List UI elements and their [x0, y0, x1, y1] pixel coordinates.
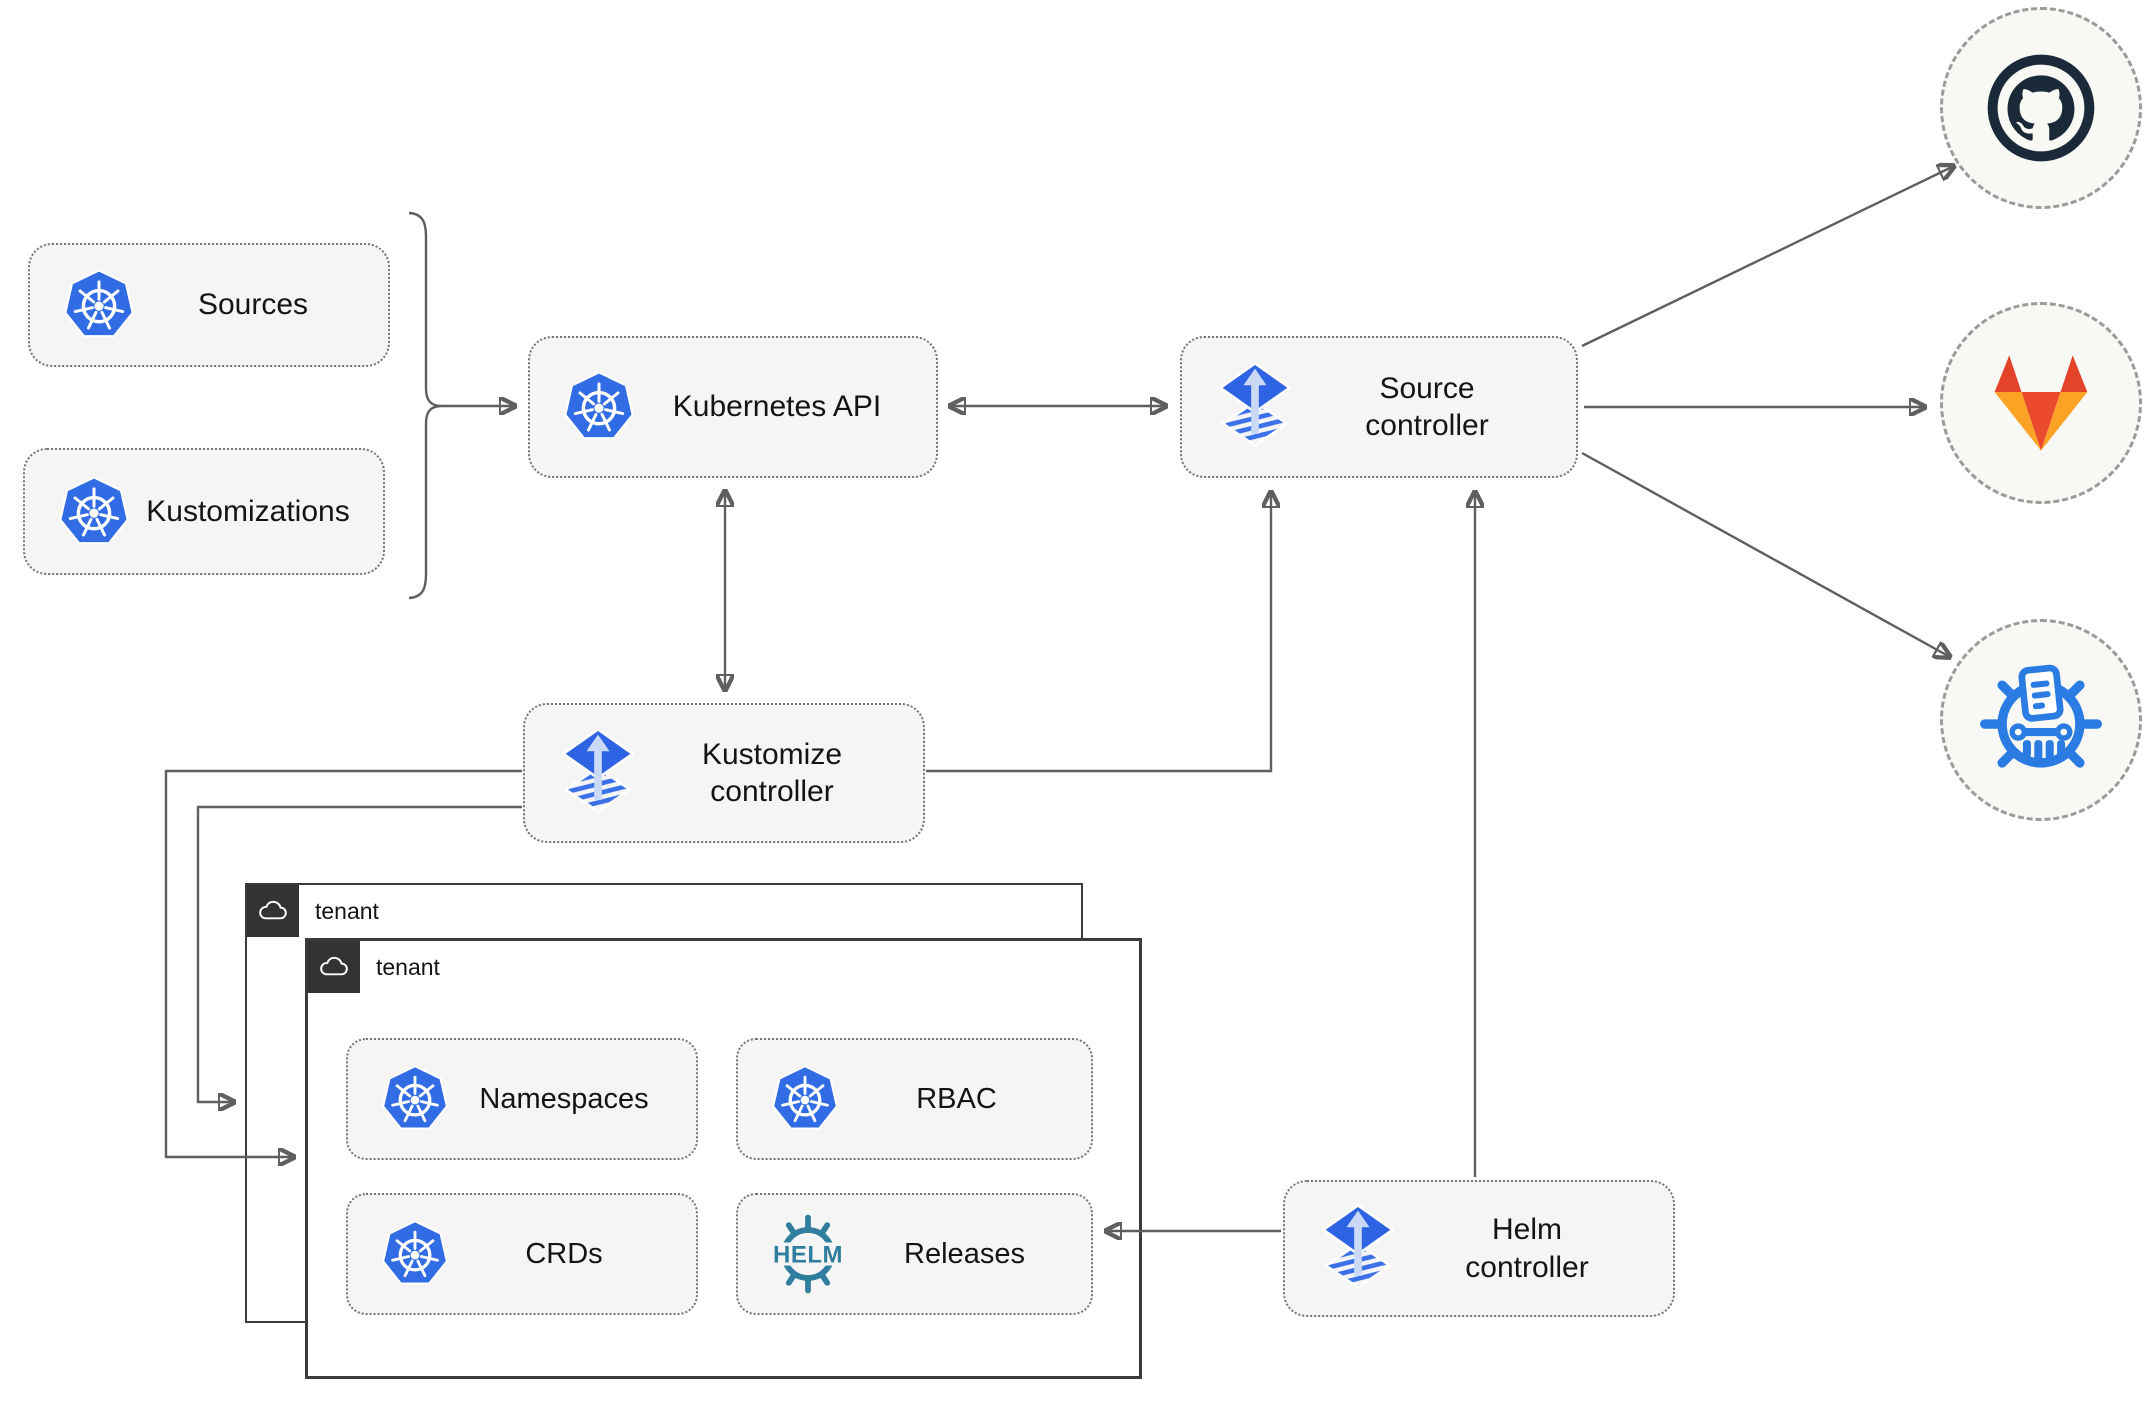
external-target-github — [1940, 7, 2142, 209]
node-sources-label: Sources — [197, 288, 309, 322]
kubernetes-icon — [562, 370, 636, 444]
gitlab-icon — [1994, 355, 2088, 451]
node-namespaces: Namespaces — [346, 1038, 698, 1160]
node-namespaces-label: Namespaces — [479, 1082, 649, 1115]
node-rbac: RBAC — [736, 1038, 1093, 1160]
flux-icon — [1214, 361, 1296, 453]
node-kubernetes-api-label: Kubernetes API — [672, 390, 882, 424]
node-releases-label: Releases — [904, 1237, 1025, 1270]
connector-source-to-github — [1581, 166, 1954, 348]
node-crds-label: CRDs — [525, 1237, 603, 1270]
flux-icon — [1317, 1203, 1399, 1295]
cloud-icon — [257, 900, 289, 922]
chartmuseum-icon — [1980, 664, 2102, 768]
node-kubernetes-api: Kubernetes API — [528, 336, 938, 478]
tenant-box-front: tenant Namespaces RBAC CRDs HELM Release… — [305, 938, 1142, 1379]
node-kustomizations-label: Kustomizations — [146, 494, 350, 528]
bracket-sources-group — [408, 211, 443, 600]
node-source-controller: Source controller — [1180, 336, 1578, 478]
flux-icon — [557, 727, 639, 819]
kubernetes-icon — [57, 475, 131, 549]
kubernetes-icon — [380, 1219, 450, 1289]
node-rbac-label: RBAC — [916, 1082, 997, 1115]
kubernetes-icon — [770, 1064, 840, 1134]
node-helm-controller-label: Helm controller — [1465, 1213, 1589, 1284]
node-kustomize-controller: Kustomize controller — [523, 703, 925, 843]
kubernetes-icon — [62, 268, 136, 342]
connector-kustomize-to-source-controller — [926, 492, 1271, 773]
node-releases: HELM Releases — [736, 1193, 1093, 1315]
kubernetes-icon — [380, 1064, 450, 1134]
node-helm-controller: Helm controller — [1283, 1180, 1675, 1317]
external-target-chartmuseum — [1940, 619, 2142, 821]
node-kustomize-controller-label: Kustomize controller — [701, 737, 843, 809]
connector-source-to-chartmuseum — [1581, 451, 1950, 657]
helm-logo-text: HELM — [773, 1242, 843, 1269]
tenant-tab — [247, 885, 299, 937]
tenant-label: tenant — [315, 897, 379, 924]
node-sources: Sources — [28, 243, 390, 367]
tenant-tab — [308, 941, 360, 993]
external-target-gitlab — [1940, 302, 2142, 504]
cloud-icon — [318, 956, 350, 978]
github-icon — [1987, 54, 2095, 162]
node-crds: CRDs — [346, 1193, 698, 1315]
helm-icon: HELM — [760, 1206, 856, 1302]
node-source-controller-label: Source controller — [1365, 371, 1489, 443]
tenant-label: tenant — [376, 953, 440, 980]
node-kustomizations: Kustomizations — [23, 448, 385, 575]
